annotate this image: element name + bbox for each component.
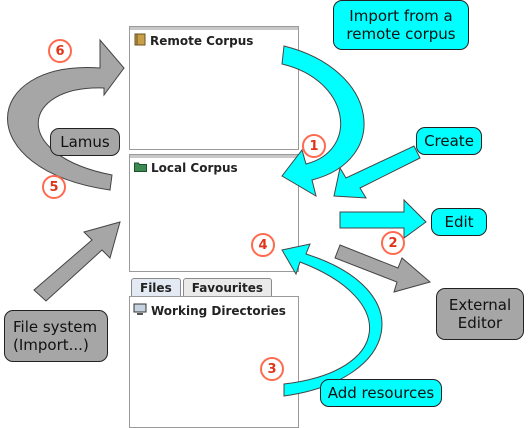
- step-4-badge: 4: [251, 233, 275, 257]
- tab-files[interactable]: Files: [131, 278, 181, 296]
- add-resources-arrow: [281, 243, 383, 397]
- lamus-callout: Lamus: [50, 128, 120, 156]
- local-corpus-node[interactable]: Local Corpus: [134, 161, 238, 175]
- panel-separator: [130, 27, 298, 30]
- step-1-badge: 1: [302, 134, 326, 158]
- filesystem-to-local-arrow: [33, 221, 121, 302]
- remote-corpus-panel: [129, 26, 299, 150]
- import-remote-text: Import from a remote corpus: [346, 7, 456, 43]
- files-tab-strip: Files Favourites: [131, 278, 272, 296]
- step-6-badge: 6: [48, 39, 72, 63]
- external-editor-text: External Editor: [448, 296, 512, 332]
- working-directories-node[interactable]: Working Directories: [133, 303, 286, 319]
- edit-text: Edit: [444, 213, 474, 231]
- lamus-text: Lamus: [60, 133, 110, 151]
- edit-to-external-arrow: [334, 244, 432, 293]
- step-5-badge: 5: [42, 175, 66, 199]
- add-resources-callout: Add resources: [320, 379, 442, 407]
- create-arrow: [333, 145, 421, 199]
- working-directories-label: Working Directories: [151, 304, 286, 318]
- folder-icon: [134, 161, 147, 175]
- panel-separator: [130, 155, 298, 158]
- step-2-badge: 2: [381, 231, 405, 255]
- create-callout: Create: [416, 127, 482, 155]
- remote-corpus-label: Remote Corpus: [150, 34, 254, 48]
- add-resources-text: Add resources: [327, 384, 435, 402]
- computer-icon: [133, 303, 147, 319]
- import-remote-arrow: [281, 45, 365, 198]
- external-editor-callout: External Editor: [436, 288, 524, 340]
- remote-corpus-node[interactable]: Remote Corpus: [134, 33, 253, 49]
- lamus-to-remote-arrow: [7, 38, 125, 191]
- tab-favourites[interactable]: Favourites: [182, 278, 272, 296]
- file-system-text: File system (Import...): [13, 318, 98, 354]
- step-3-badge: 3: [260, 357, 284, 381]
- import-remote-callout: Import from a remote corpus: [333, 0, 469, 50]
- local-corpus-label: Local Corpus: [151, 161, 238, 175]
- edit-arrow: [339, 198, 427, 239]
- edit-callout: Edit: [431, 208, 487, 236]
- create-text: Create: [424, 132, 474, 150]
- file-system-callout: File system (Import...): [4, 310, 108, 362]
- book-icon: [134, 33, 146, 49]
